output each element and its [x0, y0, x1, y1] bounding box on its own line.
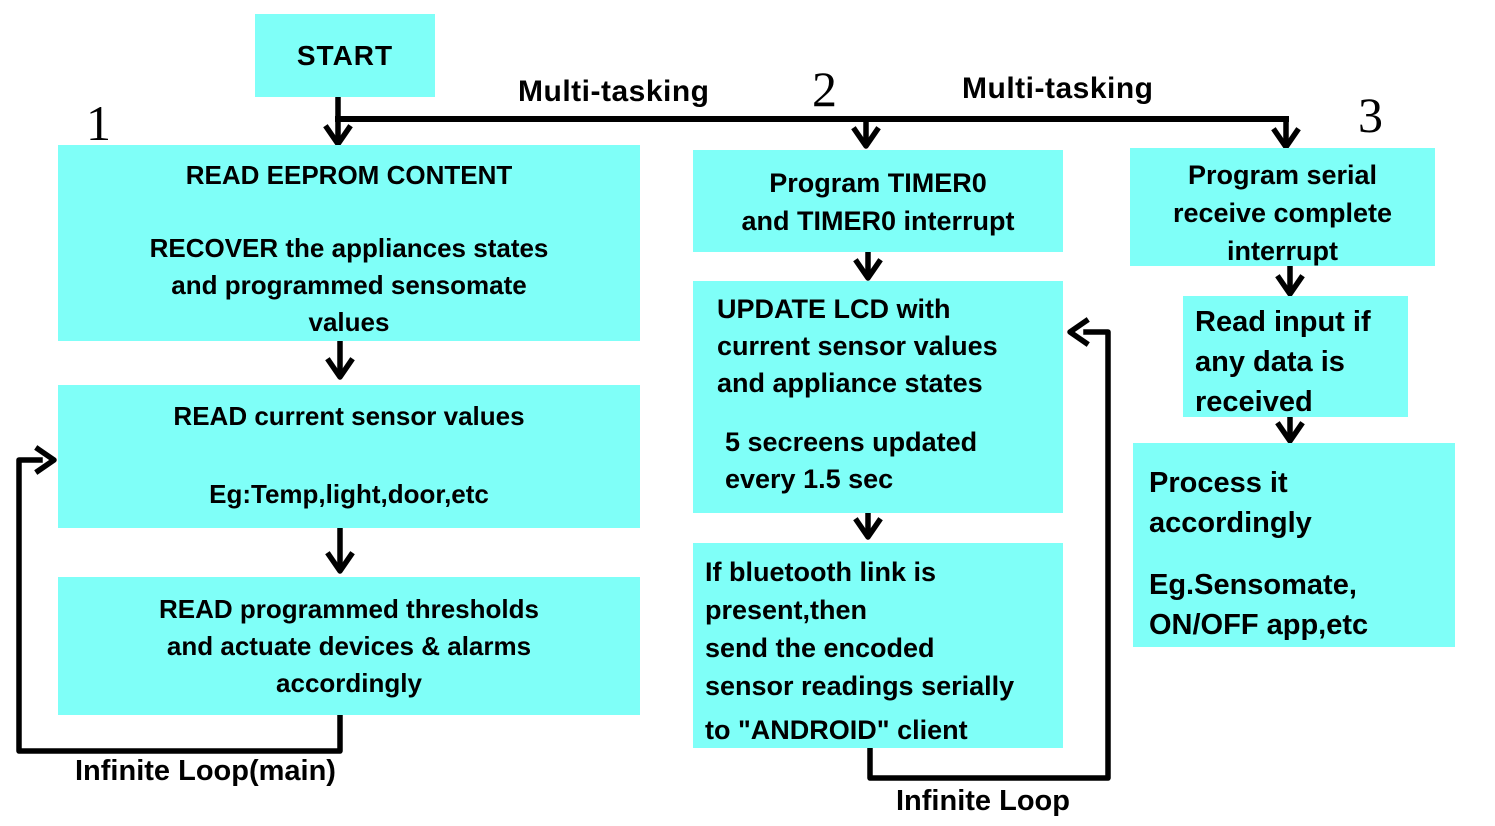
node-line: Process it: [1149, 467, 1288, 499]
start-node: START: [255, 14, 435, 97]
node-line: accordingly: [1149, 507, 1312, 539]
arrowhead-col1-loop: [34, 445, 57, 475]
arrowhead-col3-a-b: [1275, 274, 1305, 297]
node-line: receive complete: [1172, 198, 1393, 228]
col3-process-node: Process it accordingly Eg.Sensomate, ON/…: [1133, 443, 1455, 647]
node-line: If bluetooth link is: [705, 557, 936, 587]
node-line: and actuate devices & alarms: [166, 631, 532, 661]
arrowhead-rail-col3: [1271, 127, 1301, 150]
node-line: and TIMER0 interrupt: [741, 206, 1015, 236]
node-line: interrupt: [1227, 236, 1338, 266]
col1-read-eeprom-node: READ EEPROM CONTENT RECOVER the applianc…: [58, 145, 640, 341]
thread-3-number: 3: [1358, 87, 1383, 143]
infinite-loop-main-label: Infinite Loop(main): [75, 755, 336, 787]
node-line: to "ANDROID" client: [705, 715, 968, 745]
node-line: present,then: [705, 595, 868, 625]
node-line: RECOVER the appliances states: [149, 233, 549, 263]
node-line: READ EEPROM CONTENT: [185, 160, 513, 190]
node-line: sensor readings serially: [705, 671, 1015, 701]
node-line: Read input if: [1195, 306, 1371, 338]
col2-bluetooth-send-node: If bluetooth link is present,then send t…: [693, 543, 1063, 748]
thread-2-number: 2: [812, 61, 837, 117]
node-line: READ current sensor values: [173, 401, 525, 431]
node-line: every 1.5 sec: [725, 464, 894, 494]
arrowhead-col3-b-c: [1275, 421, 1305, 444]
thread-1-number: 1: [86, 95, 111, 151]
node-line: Eg:Temp,light,door,etc: [209, 479, 489, 509]
node-line: accordingly: [276, 668, 422, 698]
node-line: Eg.Sensomate,: [1149, 569, 1357, 601]
arrowhead-rail-col2: [851, 126, 881, 149]
start-label: START: [296, 39, 394, 71]
node-line: Program TIMER0: [769, 168, 987, 198]
arrowhead-col2-b-c: [853, 517, 883, 540]
arrowhead-col2-a-b: [853, 258, 883, 281]
node-line: any data is: [1195, 346, 1345, 378]
infinite-loop-label: Infinite Loop: [896, 785, 1070, 817]
node-line: and appliance states: [717, 368, 983, 398]
col3-program-serial-node: Program serial receive complete interrup…: [1130, 148, 1435, 266]
arrowhead-col1-b-c: [325, 551, 355, 574]
arrowhead-col1-a-b: [325, 357, 355, 380]
line-spacer: [1149, 543, 1453, 565]
col1-read-thresholds-node: READ programmed thresholds and actuate d…: [58, 577, 640, 715]
line-spacer: [58, 435, 640, 475]
col3-read-input-node: Read input if any data is received: [1183, 296, 1408, 418]
multitasking-label-right: Multi-tasking: [962, 72, 1154, 105]
line-spacer: [58, 194, 640, 230]
node-line: UPDATE LCD with: [717, 294, 951, 324]
col2-program-timer0-node: Program TIMER0 and TIMER0 interrupt: [693, 150, 1063, 252]
line-spacer: [717, 402, 1057, 424]
node-line: 5 secreens updated: [725, 427, 978, 457]
node-line: and programmed sensomate: [171, 270, 527, 300]
col2-update-lcd-node: UPDATE LCD with current sensor values an…: [693, 281, 1063, 513]
multitasking-label-left: Multi-tasking: [518, 75, 710, 108]
node-line: READ programmed thresholds: [159, 594, 539, 624]
arrowhead-start-down: [323, 124, 353, 147]
node-line: Program serial: [1187, 160, 1378, 190]
node-line: received: [1195, 386, 1313, 418]
node-line: values: [308, 307, 390, 337]
arrowhead-col2-loop: [1067, 317, 1090, 347]
node-line: send the encoded: [705, 633, 935, 663]
node-line: ON/OFF app,etc: [1149, 609, 1369, 641]
node-line: current sensor values: [717, 331, 998, 361]
col1-read-sensors-node: READ current sensor values Eg:Temp,light…: [58, 385, 640, 528]
